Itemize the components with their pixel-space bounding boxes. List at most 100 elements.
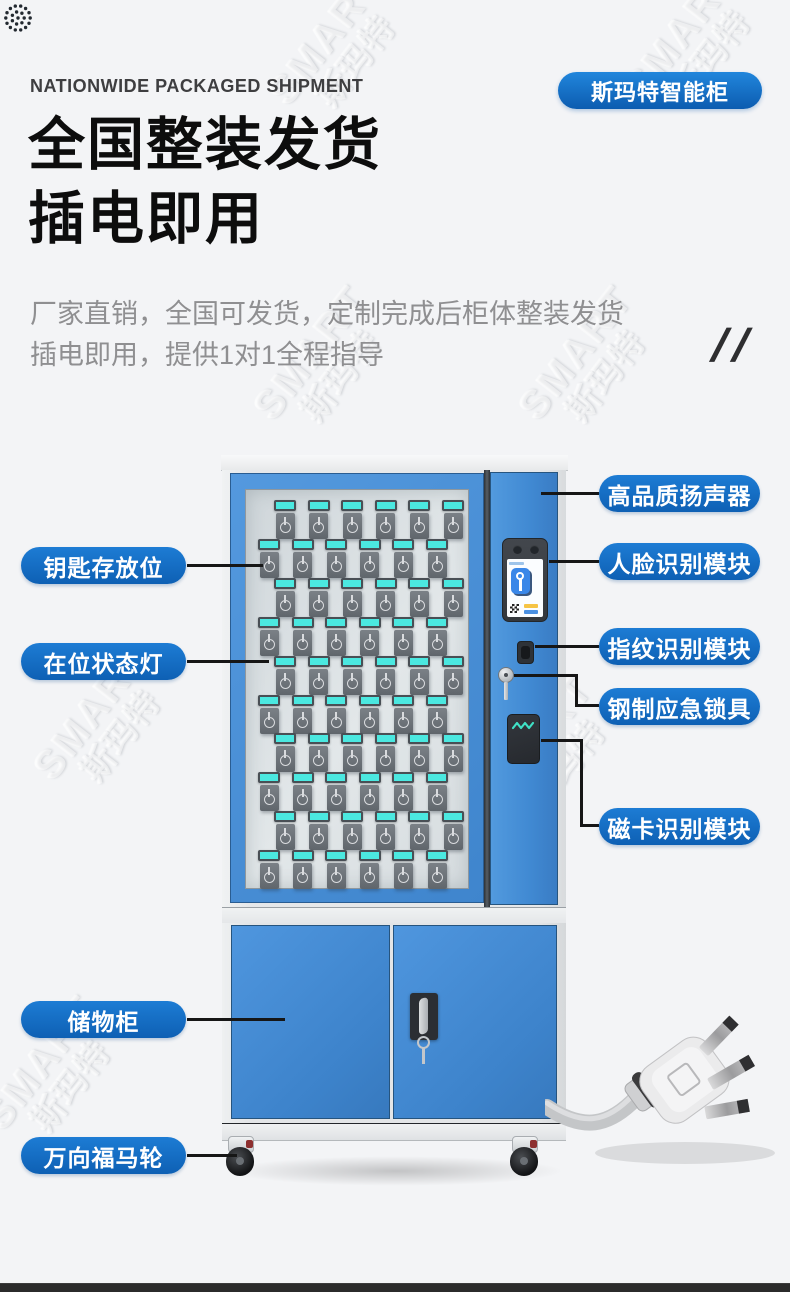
key-slot xyxy=(273,577,297,617)
status-light-indicator xyxy=(325,538,348,550)
key-tag-icon xyxy=(409,824,429,851)
status-light-indicator xyxy=(426,538,448,550)
key-tag-icon xyxy=(326,863,346,890)
key-tag-icon xyxy=(427,707,447,734)
key-tag-icon xyxy=(293,551,313,578)
status-light-indicator xyxy=(274,733,296,745)
key-tag-icon xyxy=(376,824,396,851)
key-slot xyxy=(273,500,297,539)
key-tag-icon xyxy=(443,513,463,539)
status-light-indicator xyxy=(274,811,296,823)
key-slot xyxy=(307,655,331,695)
status-light-indicator xyxy=(408,500,431,511)
key-tag-icon xyxy=(293,707,313,734)
key-slot xyxy=(441,811,465,851)
status-light-indicator xyxy=(341,655,364,667)
screen-logo xyxy=(509,562,524,565)
key-tag-icon xyxy=(259,863,279,890)
key-tag-icon xyxy=(326,707,346,734)
callout-line-card-b xyxy=(580,739,583,827)
status-light-indicator xyxy=(307,811,330,823)
key-tag-icon xyxy=(376,668,396,695)
key-slot xyxy=(391,850,415,890)
status-light-indicator xyxy=(325,850,348,862)
control-panel-door xyxy=(490,472,558,905)
callout-status-light: 在位状态灯 xyxy=(21,643,186,680)
cabinet-divider-seam xyxy=(484,470,490,907)
status-light-indicator xyxy=(258,694,280,706)
card-reader-module xyxy=(507,714,540,764)
key-tag-icon xyxy=(342,513,362,539)
cabinet-base xyxy=(222,1123,566,1141)
key-slot xyxy=(358,616,382,656)
status-light-indicator xyxy=(426,694,448,706)
key-tag-icon xyxy=(309,590,329,617)
key-tag-icon xyxy=(342,668,362,695)
callout-line-card-a xyxy=(541,739,583,742)
key-tag-icon xyxy=(360,551,380,578)
key-slot xyxy=(374,577,398,617)
key-slot xyxy=(425,694,449,734)
key-tag-icon xyxy=(360,629,380,656)
key-tag-icon xyxy=(275,590,295,617)
callout-line-face xyxy=(549,560,599,563)
key-slot xyxy=(273,733,297,773)
key-slot xyxy=(407,500,431,539)
callout-line-lock-a xyxy=(514,674,578,677)
status-light-indicator xyxy=(307,733,330,745)
callout-line-lock-b xyxy=(575,674,578,707)
key-tag-icon xyxy=(393,863,413,890)
status-light-indicator xyxy=(442,811,464,823)
status-light-indicator xyxy=(374,500,397,511)
key-slot xyxy=(307,733,331,773)
key-tag-icon xyxy=(275,746,295,773)
key-slot xyxy=(407,733,431,773)
status-light-indicator xyxy=(392,538,415,550)
key-slot xyxy=(374,811,398,851)
key-tag-icon xyxy=(376,590,396,617)
callout-line-status-light xyxy=(187,660,269,663)
key-slot xyxy=(407,811,431,851)
callout-line-storage xyxy=(187,1018,285,1021)
camera-icon xyxy=(530,545,539,554)
status-light-indicator xyxy=(374,811,397,823)
desc-line-1: 厂家直销，全国可发货，定制完成后柜体整装发货 xyxy=(30,299,624,329)
key-tag-icon xyxy=(309,824,329,851)
key-slot xyxy=(324,772,348,812)
key-slot xyxy=(273,811,297,851)
status-light-indicator xyxy=(274,655,296,667)
status-light-indicator xyxy=(258,772,280,784)
key-slot xyxy=(324,616,348,656)
key-slot xyxy=(340,733,364,773)
key-slot xyxy=(324,850,348,890)
power-plug xyxy=(545,1015,775,1164)
door-key xyxy=(422,1048,425,1064)
key-tag-icon xyxy=(309,746,329,773)
key-tag-icon xyxy=(427,551,447,578)
status-light-indicator xyxy=(291,538,314,550)
status-light-indicator xyxy=(374,577,397,589)
key-slot xyxy=(391,538,415,578)
status-light-indicator xyxy=(358,694,381,706)
status-light-indicator xyxy=(442,733,464,745)
callout-fingerprint: 指纹识别模块 xyxy=(599,628,760,665)
status-light-indicator xyxy=(291,694,314,706)
key-slot xyxy=(425,772,449,812)
status-light-indicator xyxy=(408,655,431,667)
key-tag-icon xyxy=(443,824,463,851)
key-slot xyxy=(340,655,364,695)
status-light-indicator xyxy=(408,577,431,589)
callout-caster-wheels: 万向福马轮 xyxy=(21,1137,186,1174)
face-recognition-module xyxy=(502,538,548,622)
status-light-indicator xyxy=(325,616,348,628)
emergency-lock-key xyxy=(504,682,508,700)
status-light-indicator xyxy=(442,577,464,589)
key-slot xyxy=(291,616,315,656)
status-light-indicator xyxy=(358,616,381,628)
key-tag-icon xyxy=(293,785,313,812)
key-slot xyxy=(441,655,465,695)
status-light-indicator xyxy=(291,850,314,862)
status-light-indicator xyxy=(408,733,431,745)
